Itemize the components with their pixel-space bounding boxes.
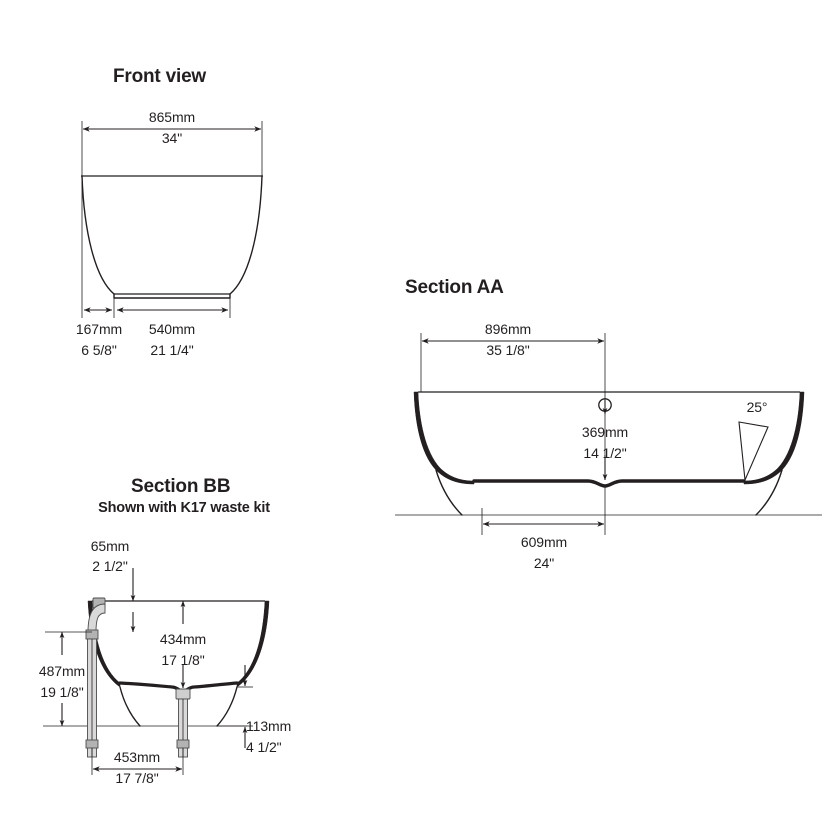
bb-overall-height-inch: 19 1/8"	[40, 684, 83, 700]
aa-left-skirt	[435, 469, 463, 516]
aa-half-length-mm: 896mm	[485, 321, 531, 337]
aa-angle-wedge-group: 25°	[738, 399, 769, 483]
k17-waste-kit	[85, 597, 106, 758]
bb-waste-spacing-mm: 453mm	[114, 749, 160, 765]
section-bb-group: Section BB Shown with K17 waste kit 65mm…	[39, 476, 291, 786]
bb-right-skirt	[216, 686, 238, 727]
front-foot-offset-inch: 6 5/8"	[81, 342, 117, 358]
front-view-group: Front view 865mm 34" 167mm 6 5/8" 540mm …	[76, 66, 263, 358]
front-view-left-wall	[81, 175, 115, 295]
aa-angle-wedge	[738, 421, 769, 483]
waste-kit-elbow	[87, 603, 106, 633]
front-base-width-inch: 21 1/4"	[150, 342, 193, 358]
section-bb-subtitle: Shown with K17 waste kit	[98, 500, 270, 516]
bb-waste-spacing-inch: 17 7/8"	[115, 770, 158, 786]
bb-right-wall	[236, 600, 270, 688]
drain-pipe-socket	[176, 739, 190, 749]
bb-overflow-drop-inch: 2 1/2"	[92, 558, 128, 574]
front-width-inch: 34"	[162, 130, 182, 146]
waste-kit-standpipe-socket	[85, 739, 99, 749]
aa-inner-floor	[472, 479, 746, 488]
bb-drain-outlet	[175, 688, 191, 758]
front-base-width-mm: 540mm	[149, 321, 195, 337]
bb-left-skirt	[119, 686, 141, 727]
aa-angle-label: 25°	[747, 399, 768, 415]
front-foot-offset-mm: 167mm	[76, 321, 122, 337]
aa-base-length-inch: 24"	[534, 555, 554, 571]
bb-floor-clearance-mm: 113mm	[246, 718, 291, 734]
aa-base-length-mm: 609mm	[521, 534, 567, 550]
front-view-right-wall	[229, 175, 263, 295]
drain-flange	[175, 688, 191, 700]
section-aa-group: Section AA 896mm 35 1/8" 369mm 14 1/2"	[395, 277, 822, 571]
waste-kit-collar	[85, 629, 99, 640]
section-aa-title: Section AA	[405, 277, 504, 298]
aa-overflow-symbol	[598, 398, 612, 415]
bb-overflow-drop-mm: 65mm	[91, 538, 130, 554]
front-width-mm: 865mm	[149, 109, 195, 125]
aa-depth-mm: 369mm	[582, 424, 628, 440]
section-bb-title: Section BB	[131, 476, 230, 497]
front-view-title: Front view	[113, 66, 206, 87]
bb-inner-depth-inch: 17 1/8"	[161, 652, 204, 668]
aa-left-wall	[413, 391, 475, 485]
aa-half-length-inch: 35 1/8"	[486, 342, 529, 358]
bb-inner-depth-mm: 434mm	[160, 631, 206, 647]
bb-overall-height-mm: 487mm	[39, 663, 85, 679]
bb-floor-clearance-inch: 4 1/2"	[246, 739, 282, 755]
front-view-base-thickness	[113, 293, 231, 299]
aa-right-wall	[743, 391, 805, 485]
aa-right-skirt	[755, 469, 783, 516]
aa-depth-inch: 14 1/2"	[583, 445, 626, 461]
